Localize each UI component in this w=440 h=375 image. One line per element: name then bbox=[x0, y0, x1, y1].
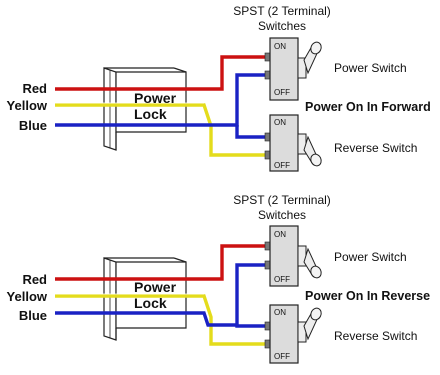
blue-wire bbox=[55, 73, 270, 127]
power-switch-label: Power Switch bbox=[334, 61, 407, 75]
reverse-switch: ON OFF bbox=[264, 114, 322, 172]
reverse-switch-on: ON bbox=[274, 118, 286, 127]
reverse-switch: ON OFF bbox=[264, 304, 322, 364]
power-switch: ON OFF bbox=[264, 37, 322, 101]
wire-label-blue: Blue bbox=[19, 308, 47, 323]
power-switch-off: OFF bbox=[274, 88, 290, 97]
blue-wire-branch bbox=[235, 324, 270, 328]
reverse-switch-off: OFF bbox=[274, 161, 290, 170]
wire-label-red: Red bbox=[22, 81, 47, 96]
power-lock-label-2: Lock bbox=[134, 106, 167, 122]
wire-label-red: Red bbox=[22, 272, 47, 287]
wire-label-yellow: Yellow bbox=[7, 98, 48, 113]
wire-label-yellow: Yellow bbox=[7, 289, 48, 304]
power-lock-label-2: Lock bbox=[134, 295, 167, 311]
power-switch-on: ON bbox=[274, 230, 286, 239]
blue-wire-branch bbox=[235, 125, 270, 139]
caption-reverse: Power On In Reverse bbox=[305, 289, 430, 303]
reverse-switch-on: ON bbox=[274, 308, 286, 317]
reverse-switch-label: Reverse Switch bbox=[334, 329, 417, 343]
reverse-switch-label: Reverse Switch bbox=[334, 141, 417, 155]
yellow-wire bbox=[55, 294, 270, 346]
panel-header-line2: Switches bbox=[258, 19, 306, 33]
power-switch-on: ON bbox=[274, 42, 286, 51]
power-switch-label: Power Switch bbox=[334, 250, 407, 264]
power-lock-label-1: Power bbox=[134, 279, 177, 295]
panel-header-line1: SPST (2 Terminal) bbox=[233, 193, 331, 207]
panel-header-line1: SPST (2 Terminal) bbox=[233, 4, 331, 18]
panel-reverse: SPST (2 Terminal) Switches Power Lock Re… bbox=[7, 193, 430, 364]
red-wire bbox=[55, 55, 270, 91]
power-lock-label-1: Power bbox=[134, 90, 177, 106]
red-wire bbox=[55, 244, 270, 281]
power-switch-off: OFF bbox=[274, 275, 290, 284]
panel-header-line2: Switches bbox=[258, 208, 306, 222]
panel-forward: SPST (2 Terminal) Switches Power Lock Re… bbox=[7, 4, 431, 172]
reverse-switch-off: OFF bbox=[274, 352, 290, 361]
wire-label-blue: Blue bbox=[19, 118, 47, 133]
blue-wire bbox=[55, 263, 270, 327]
power-switch: ON OFF bbox=[264, 225, 322, 287]
caption-forward: Power On In Forward bbox=[305, 100, 431, 114]
